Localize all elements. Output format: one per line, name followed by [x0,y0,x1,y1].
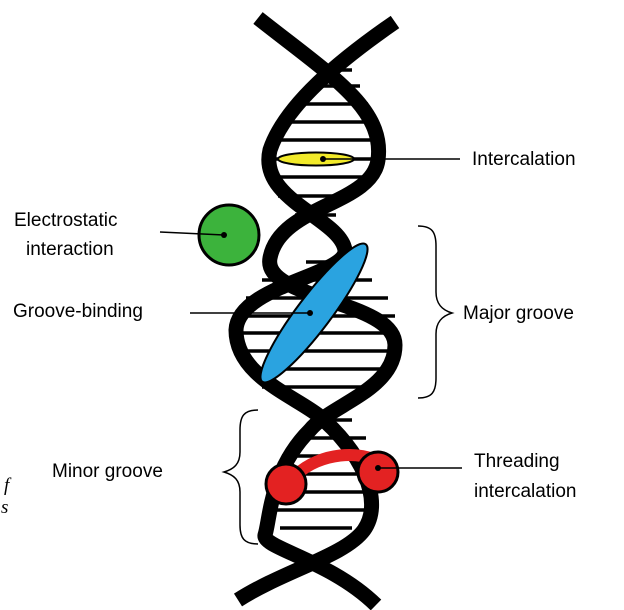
edge-text-fragment-2: s [1,497,8,519]
groove-binding-label: Groove-binding [13,300,143,323]
threading-label-line2: intercalation [474,480,576,503]
threading-label-line1: Threading [474,450,560,473]
electrostatic-label-line2: interaction [26,238,114,261]
major-groove-bracket [418,226,452,398]
intercalation-label: Intercalation [472,148,576,171]
minor-groove-label: Minor groove [52,460,163,483]
major-groove-label: Major groove [463,302,574,325]
threading-right-sphere [358,452,398,492]
electrostatic-label-line1: Electrostatic [14,209,117,232]
edge-text-fragment-1: f [4,475,9,497]
threading-left-sphere [266,464,306,504]
minor-groove-bracket [224,410,258,544]
